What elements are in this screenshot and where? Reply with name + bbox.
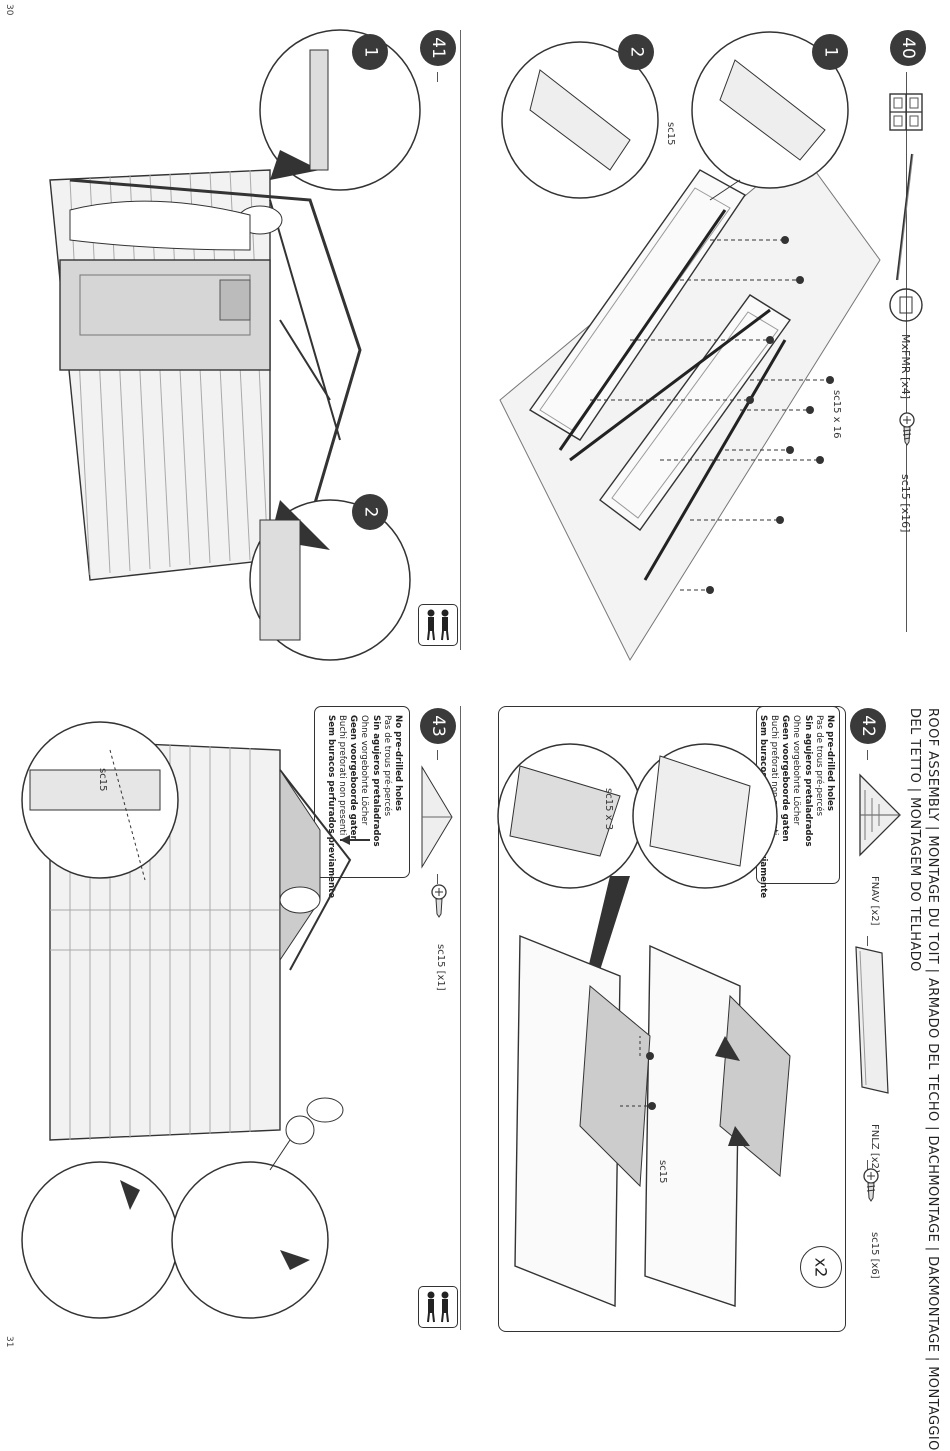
step-41-badge: 41 (420, 30, 456, 66)
step-41-rule (437, 72, 438, 82)
window-panel-icon (889, 93, 923, 131)
beam-detail-icon (889, 288, 923, 322)
step-divider-42-43 (460, 706, 461, 1330)
step-41-callout-2: 2 (352, 494, 388, 530)
separator (867, 1160, 868, 1170)
step-43-part-label-screw: sc15 [x1] (435, 944, 446, 991)
step-43-rule (437, 750, 438, 760)
step-42-part-label-fnlz: FNLZ [x2] (869, 1124, 880, 1173)
step-42-frame (498, 706, 846, 1332)
screw-icon (899, 412, 915, 446)
step-42-screw-label-detail: sc15 x 3 (603, 788, 614, 831)
step-41-callout-1: 1 (352, 34, 388, 70)
gable-truss-icon (859, 773, 901, 857)
step-40-part-label-beam: MxFMR [x4] (899, 334, 912, 400)
step-40-screw-count-label: sc15 x 16 (831, 390, 842, 439)
separator (906, 394, 907, 408)
screw-icon (863, 1168, 879, 1202)
step-42-illustration (497, 743, 791, 1308)
step-42-screw-label-main: sc15 (657, 1160, 668, 1184)
step-42-part-label-screw: sc15 [x6] (869, 1232, 880, 1279)
separator (437, 874, 438, 884)
two-person-icon (427, 1291, 449, 1323)
step-40-part-roof-beam (886, 92, 926, 132)
step-41-illustration (49, 29, 421, 661)
step-42-part-label-fnav: FNAV [x2] (869, 876, 880, 926)
step-40-header-rule (906, 72, 907, 632)
step-40-part-label-screw: sc15 [x16] (899, 474, 912, 533)
step-divider-40-41 (460, 30, 461, 650)
roof-beam-icon (896, 153, 914, 281)
step-40-illustration (499, 31, 881, 662)
two-person-icon (427, 609, 449, 641)
screw-icon (431, 884, 447, 918)
step-42-multiplier: x2 (800, 1246, 842, 1288)
step-40-callout-2: 2 (618, 34, 654, 70)
step-43-illustration (21, 721, 370, 1319)
step-42-rule (867, 750, 868, 760)
roof-panel-icon (855, 946, 889, 1094)
step-43-screw-label: sc15 (97, 768, 108, 792)
step-40-callout-1: 1 (812, 34, 848, 70)
step-43-note-box: No pre-drilled holes Pas de trous pré-pe… (314, 706, 410, 898)
page-number-right: 31 (4, 1336, 14, 1348)
page-number-left: 30 (4, 4, 14, 16)
separator (867, 936, 868, 946)
step-40-screw-label: sc15 (665, 122, 676, 146)
step-40-badge: 40 (890, 30, 926, 66)
gable-small-icon (421, 765, 453, 869)
step-43-badge: 43 (420, 708, 456, 744)
section-title-line-1: ROOF ASSEMBLY | MONTAGE DU TOIT | ARMADO… (925, 708, 940, 1451)
step-43-people-badge (418, 1286, 458, 1328)
step-41-people-badge (418, 604, 458, 646)
step-42-badge: 42 (850, 708, 886, 744)
multiplier-text: x2 (811, 1257, 831, 1277)
